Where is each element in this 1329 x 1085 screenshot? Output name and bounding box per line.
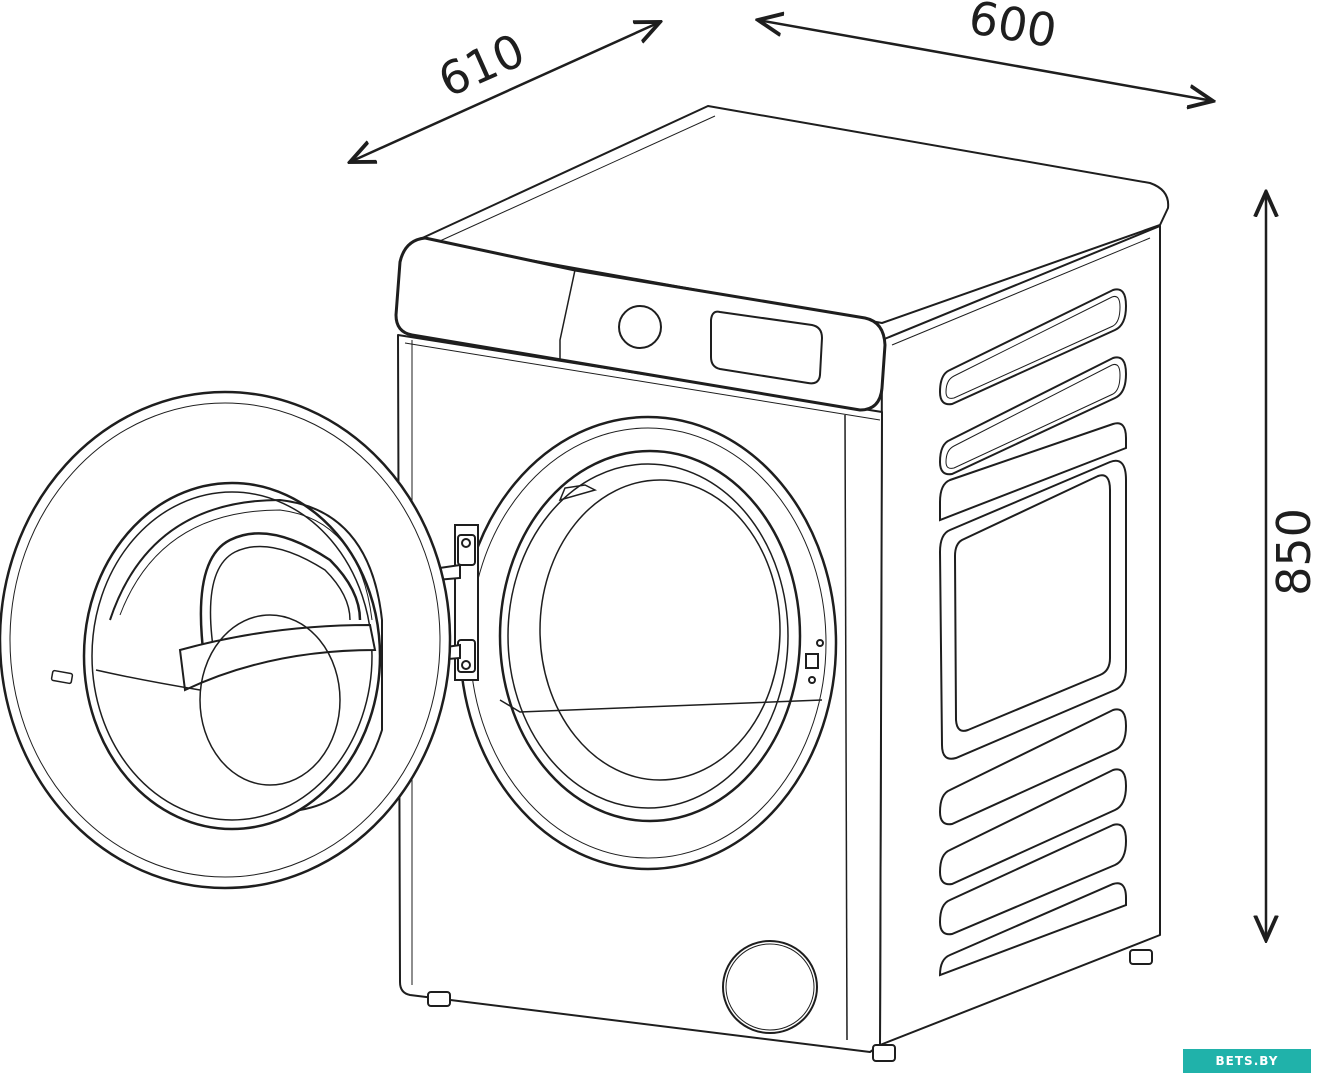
foot-back (1129, 949, 1153, 965)
foot-left (427, 991, 451, 1007)
control-panel (394, 236, 887, 412)
open-door (0, 390, 452, 890)
side-panel (879, 225, 1161, 1046)
width-label: 600 (965, 0, 1061, 58)
side-ribs (938, 288, 1128, 977)
height-label: 850 (1267, 508, 1321, 596)
depth-label: 610 (430, 23, 532, 108)
display-icon (710, 310, 823, 385)
foot-right (872, 1044, 896, 1062)
drum-icon (458, 415, 838, 871)
top-surface (417, 105, 1170, 324)
hatch-icon (722, 940, 818, 1034)
dimension-depth: 610 (350, 22, 660, 162)
knob-icon (618, 305, 662, 349)
dimension-height: 850 (1266, 192, 1321, 940)
watermark-badge: BETS.BY (1183, 1049, 1311, 1073)
dimension-width: 600 (758, 0, 1213, 101)
